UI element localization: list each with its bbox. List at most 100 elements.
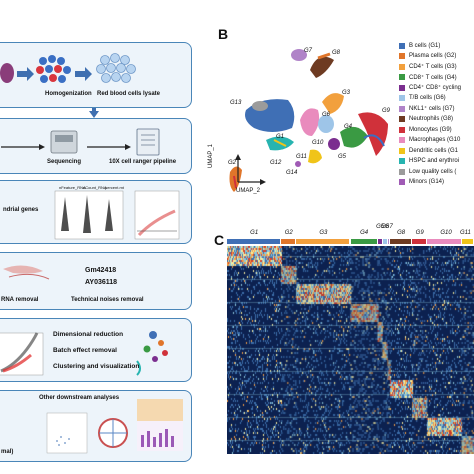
heatmap-group-bar xyxy=(227,239,281,244)
umap-cluster-g12 xyxy=(266,136,294,151)
legend-label: Dendritic cells (G1 xyxy=(409,147,459,154)
rna-removal-caption: RNA removal xyxy=(1,297,39,303)
gene-bullet-1: Gm42418 xyxy=(85,267,117,274)
legend-item: Macrophages (G10 xyxy=(399,136,460,145)
legend-swatch xyxy=(399,147,405,154)
panel-letter-c: C xyxy=(214,232,225,248)
step5-item-3: Clustering and visualization xyxy=(53,363,140,370)
umap-cluster-g13 xyxy=(252,101,268,111)
legend-swatch xyxy=(399,179,405,185)
heatmap-group-bar xyxy=(281,239,296,244)
qc-violin-plots xyxy=(54,190,180,240)
legend-item: Monocytes (G9) xyxy=(399,125,452,134)
umap-label-g2: G2 xyxy=(228,160,237,166)
heatmap-group-bar xyxy=(390,239,412,244)
legend-label: NKL1⁺ cells (G7) xyxy=(409,106,455,112)
umap-cluster-g2 xyxy=(229,166,242,192)
umap-label-g1: G1 xyxy=(276,134,284,140)
heatmap-group-label: G6 xyxy=(381,224,390,230)
umap-cluster-g7 xyxy=(291,49,307,61)
heatmap-group-label: G5 xyxy=(376,224,385,230)
legend-label: CD8⁺ T cells (G4) xyxy=(409,74,457,81)
heatmap-group-label: G7 xyxy=(384,224,393,230)
legend-item: Neutrophils (G8) xyxy=(399,115,453,124)
step-noise-removal: Gm42418 AY036118 RNA removal Technical n… xyxy=(0,252,192,310)
heatmap-group-label: G9 xyxy=(415,230,424,236)
legend-label: HSPC and erythroi xyxy=(409,158,460,164)
heatmap-group-label: G1 xyxy=(250,230,259,236)
umap-cluster-g11 xyxy=(308,149,322,164)
legend-label: Low quality cells ( xyxy=(409,168,457,175)
legend-swatch xyxy=(399,137,405,143)
step-clustering: Dimensional reduction Batch effect remov… xyxy=(0,318,192,382)
heatmap-group-label: G10 xyxy=(440,230,452,236)
legend-label: Macrophages (G10 xyxy=(409,137,461,143)
legend-swatch xyxy=(399,74,405,80)
step-qc: ndrial genes nFeature_RNA nCount_RNA per… xyxy=(0,180,192,244)
legend-item: T/B cells (G6) xyxy=(399,94,446,103)
genes-caption: ndrial genes xyxy=(3,207,39,213)
heatmap-group-bar xyxy=(296,239,350,244)
legend-swatch xyxy=(399,84,405,91)
legend-item: CD4⁺ CD8⁺ cycling xyxy=(399,83,461,92)
umap-label-g13: G13 xyxy=(230,100,242,106)
heatmap-cells xyxy=(227,246,474,454)
heatmap-group-bar xyxy=(461,239,473,244)
rna-removal-plot xyxy=(3,265,50,280)
lysate-cell-icon xyxy=(96,53,136,83)
heatmap-group-bar xyxy=(377,239,382,244)
qc-plot-title-2: nCount_RNA xyxy=(83,185,107,190)
heatmap-group-label: G11 xyxy=(460,230,471,236)
umap-cluster-g9 xyxy=(358,112,388,156)
umap-label-g6: G6 xyxy=(322,112,331,118)
umap-axis-y-label: UMAP_1 xyxy=(208,143,214,168)
cell-cluster-icon xyxy=(36,55,71,83)
umap-label-g3: G3 xyxy=(342,90,351,96)
legend-label: B cells (G1) xyxy=(409,42,441,49)
legend-swatch xyxy=(399,116,405,122)
variable-genes-plot xyxy=(0,331,168,376)
legend-item: NKL1⁺ cells (G7) xyxy=(399,104,455,113)
heatmap-group-bar xyxy=(350,239,377,244)
heatmap-group-bar xyxy=(382,239,387,244)
heatmap-group-bar xyxy=(427,239,461,244)
step-tissue-prep: Homogenization Red blood cells lysate xyxy=(0,42,192,108)
legend-label: Neutrophils (G8) xyxy=(409,116,454,122)
legend-swatch xyxy=(399,95,405,101)
legend-item: CD4⁺ T cells (G3) xyxy=(399,62,457,71)
gene-bullet-2: AY036118 xyxy=(85,279,118,286)
umap-label-g14: G14 xyxy=(286,170,298,176)
axis-arrow-right-icon xyxy=(260,179,266,185)
umap-cluster-g8 xyxy=(310,52,334,78)
downstream-title: Other downstream analyses xyxy=(39,395,120,401)
legend-swatch xyxy=(399,126,405,133)
umap-label-g5: G5 xyxy=(338,154,347,160)
heatmap-group-label: G8 xyxy=(397,230,406,236)
heatmap-group-bar xyxy=(387,239,390,244)
umap-cluster-g3 xyxy=(322,93,344,114)
umap-label-g8: G8 xyxy=(332,50,341,56)
legend-swatch xyxy=(399,63,405,70)
lysate-caption: Red blood cells lysate xyxy=(97,91,161,97)
step5-item-2: Batch effect removal xyxy=(53,347,117,354)
legend-item: B cells (G1) xyxy=(399,41,440,50)
legend-label: CD4⁺ T cells (G3) xyxy=(409,64,457,70)
umap-label-g11: G11 xyxy=(296,154,307,160)
axis-arrow-up-icon xyxy=(235,154,241,160)
homogenization-caption: Homogenization xyxy=(45,91,92,97)
qc-plot-title-3: percent.mt xyxy=(105,185,124,190)
umap-label-g9: G9 xyxy=(382,108,391,114)
heatmap-group-label: G2 xyxy=(284,230,293,236)
umap-cluster-g1 xyxy=(245,99,295,132)
pipeline-caption: 10X cell ranger pipeline xyxy=(109,159,177,165)
heatmap-group-bar xyxy=(412,239,427,244)
arrow-down-icon xyxy=(89,111,99,118)
umap-label-g4: G4 xyxy=(344,124,353,130)
downstream-caption: mal) xyxy=(1,449,14,455)
downstream-thumbnails xyxy=(46,399,183,454)
umap-label-g10: G10 xyxy=(312,140,324,146)
marker-gene-heatmap xyxy=(227,246,474,454)
sequencer-illustration xyxy=(1,128,160,156)
heatmap-group-label: G3 xyxy=(319,230,328,236)
qc-plot-title-1: nFeature_RNA xyxy=(59,185,86,190)
